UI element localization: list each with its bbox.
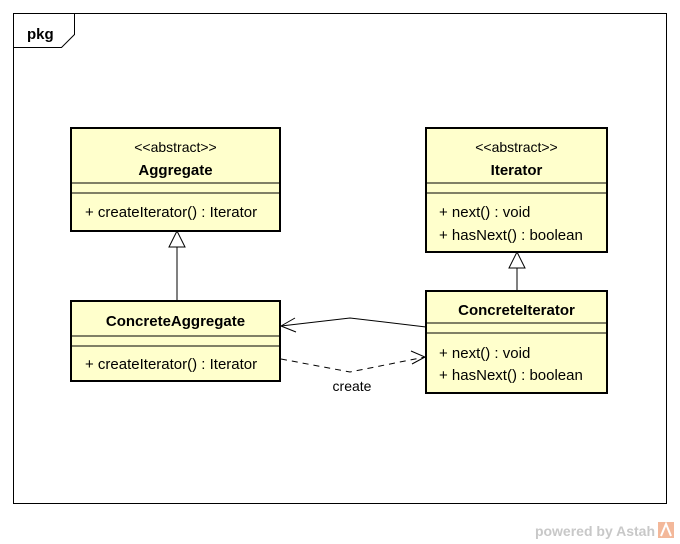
concrete-iterator-operation-hasnext: + hasNext() : boolean — [439, 367, 583, 384]
iterator-name: Iterator — [491, 162, 543, 179]
dependency-create: create — [280, 350, 427, 394]
generalization-iterator — [508, 250, 526, 291]
astah-watermark: powered by Astah — [535, 521, 674, 539]
open-arrowhead — [279, 317, 297, 333]
aggregate-operation: + createIterator() : Iterator — [85, 204, 257, 221]
inheritance-arrowhead — [168, 229, 186, 248]
concrete-iterator-operation-next: + next() : void — [439, 345, 530, 362]
concrete-aggregate-operation: + createIterator() : Iterator — [85, 356, 257, 373]
astah-logo-icon — [658, 521, 674, 538]
watermark-text: powered by Astah — [535, 523, 655, 539]
class-aggregate[interactable]: <<abstract>> Aggregate + createIterator(… — [70, 127, 281, 232]
concrete-aggregate-name: ConcreteAggregate — [106, 313, 245, 330]
aggregate-name: Aggregate — [138, 162, 212, 179]
package-tab — [13, 13, 75, 48]
package-frame: pkg — [13, 13, 667, 504]
aggregate-stereotype: <<abstract>> — [134, 139, 217, 155]
iterator-operation-hasnext: + hasNext() : boolean — [439, 227, 583, 244]
create-label: create — [333, 378, 372, 394]
class-iterator[interactable]: <<abstract>> Iterator + next() : void + … — [425, 127, 608, 253]
package-name: pkg — [27, 26, 54, 43]
class-concrete-iterator[interactable]: ConcreteIterator + next() : void + hasNe… — [425, 290, 608, 394]
inheritance-arrowhead — [508, 250, 526, 269]
iterator-operation-next: + next() : void — [439, 204, 530, 221]
generalization-aggregate — [168, 229, 186, 301]
open-arrowhead — [410, 350, 427, 365]
class-concrete-aggregate[interactable]: ConcreteAggregate + createIterator() : I… — [70, 300, 281, 382]
concrete-iterator-name: ConcreteIterator — [458, 302, 575, 319]
association-aggregate — [279, 317, 427, 333]
iterator-stereotype: <<abstract>> — [475, 139, 558, 155]
